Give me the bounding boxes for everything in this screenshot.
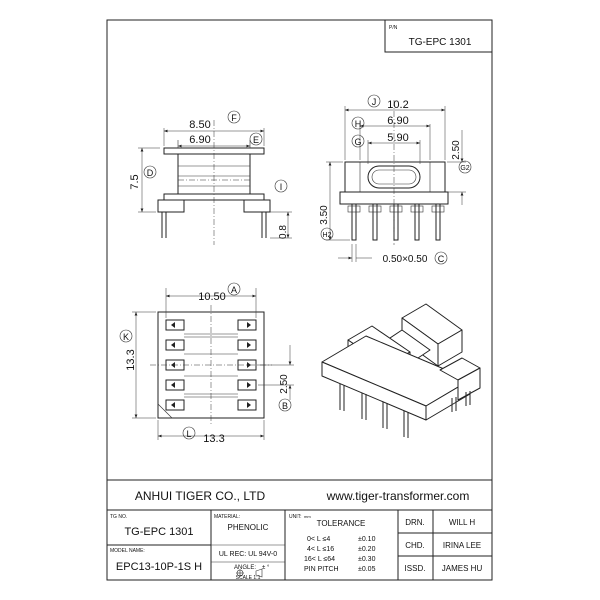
dim-width-outer: 8.50	[189, 119, 210, 131]
scale-label: SCALE 1:1	[236, 575, 261, 581]
ul-rec: UL REC: UL 94V-0	[219, 551, 277, 558]
title-block: TG NO. TG-EPC 1301 MODEL NAME: EPC13-10P…	[107, 510, 492, 581]
model-label: MODEL NAME:	[110, 548, 145, 554]
model-value: EPC13-10P-1S H	[116, 561, 202, 573]
tolerance-value-2: ±0.30	[358, 556, 376, 563]
angle-label: ANGLE:	[234, 565, 256, 571]
tolerance-range-3: PIN PITCH	[304, 566, 339, 573]
tolerance-value-1: ±0.20	[358, 546, 376, 553]
tolerance-range-1: 4< L ≤16	[307, 546, 334, 553]
dim-bottom-height: 13.3	[125, 349, 137, 370]
company-website: www.tiger-transformer.com	[326, 489, 470, 503]
pn-value: TG-EPC 1301	[409, 37, 472, 48]
tag-i: I	[280, 182, 283, 192]
tag-f: F	[231, 113, 237, 123]
tolerance-range-0: 0< L ≤4	[307, 536, 330, 543]
bottom-view: 10.50 13.3 2.50 13.3 A K B L	[119, 282, 294, 445]
tg-no-label: TG NO.	[110, 514, 127, 520]
isometric-view	[321, 303, 481, 438]
tag-j: J	[372, 97, 377, 107]
unit-value: mm	[304, 514, 311, 519]
tolerance-value-0: ±0.10	[358, 536, 376, 543]
tag-c: C	[438, 254, 445, 264]
dim-front-pin-height: 3.50	[319, 205, 330, 225]
tolerance-value-3: ±0.05	[358, 566, 376, 573]
tag-b: B	[282, 401, 288, 411]
dim-pitch: 2.50	[279, 374, 290, 394]
angle-value: ± °	[262, 565, 270, 571]
unit-label: UNIT:	[289, 514, 302, 520]
dim-front-width-mid: 6.90	[387, 115, 408, 127]
dim-front-width-inner: 5.90	[387, 132, 408, 144]
company-name: ANHUI TIGER CO., LTD	[135, 489, 266, 503]
tag-e: E	[253, 135, 259, 145]
tag-k: K	[123, 332, 129, 342]
dim-front-flange: 2.50	[451, 140, 462, 160]
tg-no-value: TG-EPC 1301	[124, 526, 193, 538]
chd-label: CHD.	[405, 541, 425, 550]
side-view: 8.50 6.90 7.5 0.8 F E D I	[129, 110, 292, 245]
projection-symbol-icon	[236, 568, 263, 578]
dim-pin-span: 10.50	[198, 291, 226, 303]
tag-g2: G2	[460, 165, 469, 172]
chd-value: IRINA LEE	[443, 541, 481, 550]
tag-d: D	[147, 168, 154, 178]
issd-value: JAMES HU	[442, 564, 483, 573]
tolerance-title: TOLERANCE	[317, 519, 366, 528]
tag-a: A	[231, 285, 237, 295]
dim-height: 7.5	[129, 174, 141, 189]
part-number-box: P/N TG-EPC 1301	[384, 19, 493, 53]
issd-label: ISSD.	[405, 564, 426, 573]
tag-h: H	[355, 119, 362, 129]
drn-value: WILL H	[449, 518, 476, 527]
sheet-border	[106, 19, 493, 581]
tolerance-range-2: 16< L ≤64	[304, 556, 335, 563]
material-label: MATERIAL:	[214, 514, 240, 520]
tag-l: L	[186, 429, 191, 439]
material-value: PHENOLIC	[228, 523, 269, 532]
dim-bottom-width: 13.3	[203, 433, 224, 445]
front-view: 10.2 6.90 5.90 2.50 3.50 0.50×0.50 J H G…	[319, 94, 472, 265]
drn-label: DRN.	[405, 518, 425, 527]
dim-width-inner: 6.90	[189, 134, 210, 146]
dim-front-pin-size: 0.50×0.50	[383, 254, 428, 265]
tag-h2: H2	[323, 232, 332, 239]
pn-label: P/N	[389, 25, 398, 31]
dim-pin-length: 0.8	[278, 225, 289, 239]
dim-front-width-outer: 10.2	[387, 99, 408, 111]
tag-g: G	[354, 137, 361, 147]
